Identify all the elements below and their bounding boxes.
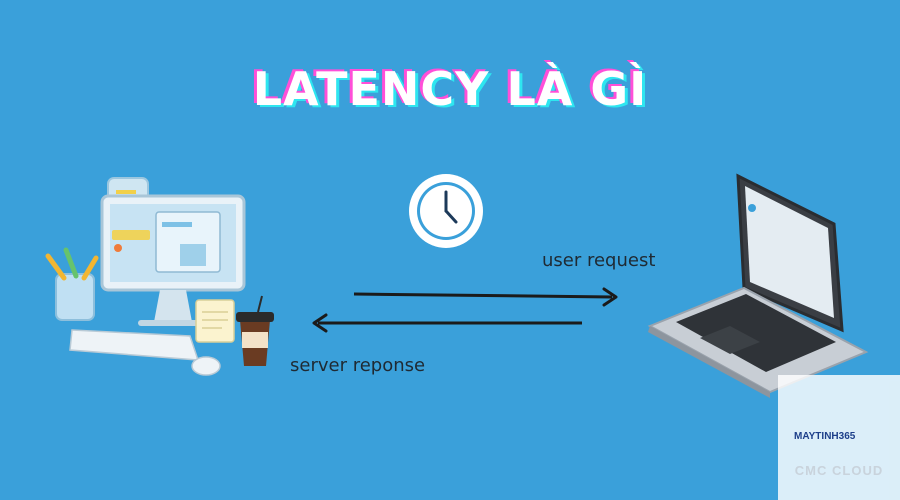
user-request-label: user request — [542, 250, 656, 271]
response-arrow — [312, 313, 582, 333]
page-title: LATENCY LÀ GÌ — [252, 62, 648, 116]
desktop-computer-icon — [45, 177, 274, 376]
watermark-sub: CMC CLOUD — [794, 463, 884, 478]
request-arrow — [353, 287, 618, 307]
watermark: MAYTINH365 CMC CLOUD — [778, 375, 900, 500]
laptop-icon — [647, 173, 869, 398]
clock-icon — [409, 174, 483, 248]
watermark-logo: MAYTINH365 — [794, 431, 856, 442]
server-response-label: server reponse — [290, 355, 426, 376]
